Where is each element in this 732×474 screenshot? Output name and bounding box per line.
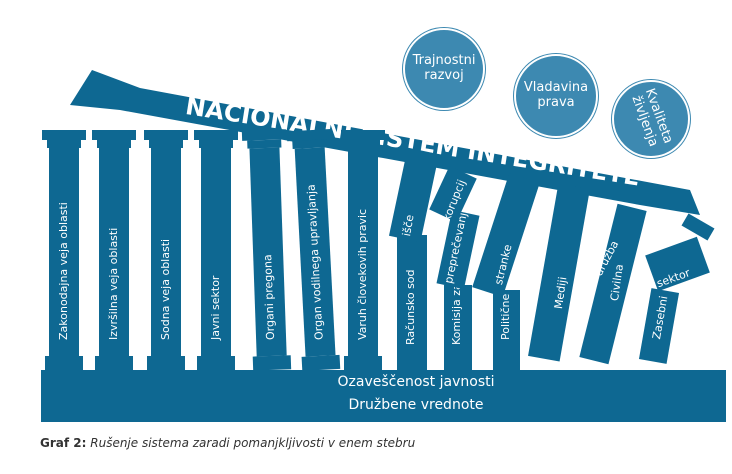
pillar-shaft <box>99 148 129 356</box>
pillar-standing: Organi pregona <box>241 129 294 371</box>
caption-label: Graf 2: <box>40 436 87 450</box>
pillar-plinth <box>147 356 185 370</box>
caption: Graf 2: Rušenje sistema zaradi pomanjklj… <box>40 436 415 450</box>
pillar-plinth <box>301 354 341 371</box>
base-line-values: Družbene vrednote <box>348 397 484 413</box>
base-foundation <box>41 370 726 422</box>
pillar-capital <box>42 130 86 140</box>
circle-label: Vladavina <box>523 80 589 96</box>
pillar-capital <box>92 130 136 140</box>
pillar-parties-lower <box>493 290 520 370</box>
pillar-capital <box>346 140 380 148</box>
caption-text: Rušenje sistema zaradi pomanjkljivosti v… <box>90 436 416 450</box>
pillar-capital <box>47 140 81 148</box>
pillar-plinth <box>197 356 235 370</box>
pillar-shaft <box>201 148 231 356</box>
pillar-capital <box>199 140 233 148</box>
pillar-plinth <box>45 356 83 370</box>
pillar-standing: Zakonodajna veja oblasti <box>42 130 86 370</box>
pillar-label: Sodna veja oblasti <box>159 238 172 340</box>
pillar-label: Zakonodajna veja oblasti <box>57 202 70 340</box>
pillar-standing: Izvršilna veja oblasti <box>92 130 136 370</box>
pillar-label: Izvršilna veja oblasti <box>107 227 120 340</box>
circle-label: Trajnostni <box>412 53 476 69</box>
pillar-plinth <box>252 355 292 371</box>
pillar-shaft <box>348 148 378 356</box>
pillar-capital <box>149 140 183 148</box>
pillar-capital <box>341 130 385 140</box>
pillar-standing: Javni sektor <box>194 130 238 370</box>
pillar-standing: Sodna veja oblasti <box>144 130 188 370</box>
pillar-capital <box>144 130 188 140</box>
pillar-label: Javni sektor <box>209 275 222 340</box>
base-line-awareness: Ozaveščenost javnosti <box>337 374 495 390</box>
pillar-anticorruption-lower <box>444 285 472 370</box>
pillar-label: Varuh človekovih pravic <box>356 208 369 340</box>
pillar-audit-court-lower <box>397 235 427 370</box>
pillar-standing: Varuh človekovih pravic <box>341 130 385 370</box>
pillar-capital <box>194 130 238 140</box>
pillar-label: Računsko sod <box>404 269 417 345</box>
pillar-plinth <box>344 356 382 370</box>
circle-label: razvoj <box>424 68 464 83</box>
pillar-plinth <box>95 356 133 370</box>
pillar-label: Komisija za <box>450 283 463 345</box>
pillar-capital <box>97 140 131 148</box>
pillar-shaft <box>151 148 181 356</box>
circle-label: prava <box>537 95 575 110</box>
pillar-label: Politične <box>499 293 512 340</box>
pillar-shaft <box>49 148 79 356</box>
